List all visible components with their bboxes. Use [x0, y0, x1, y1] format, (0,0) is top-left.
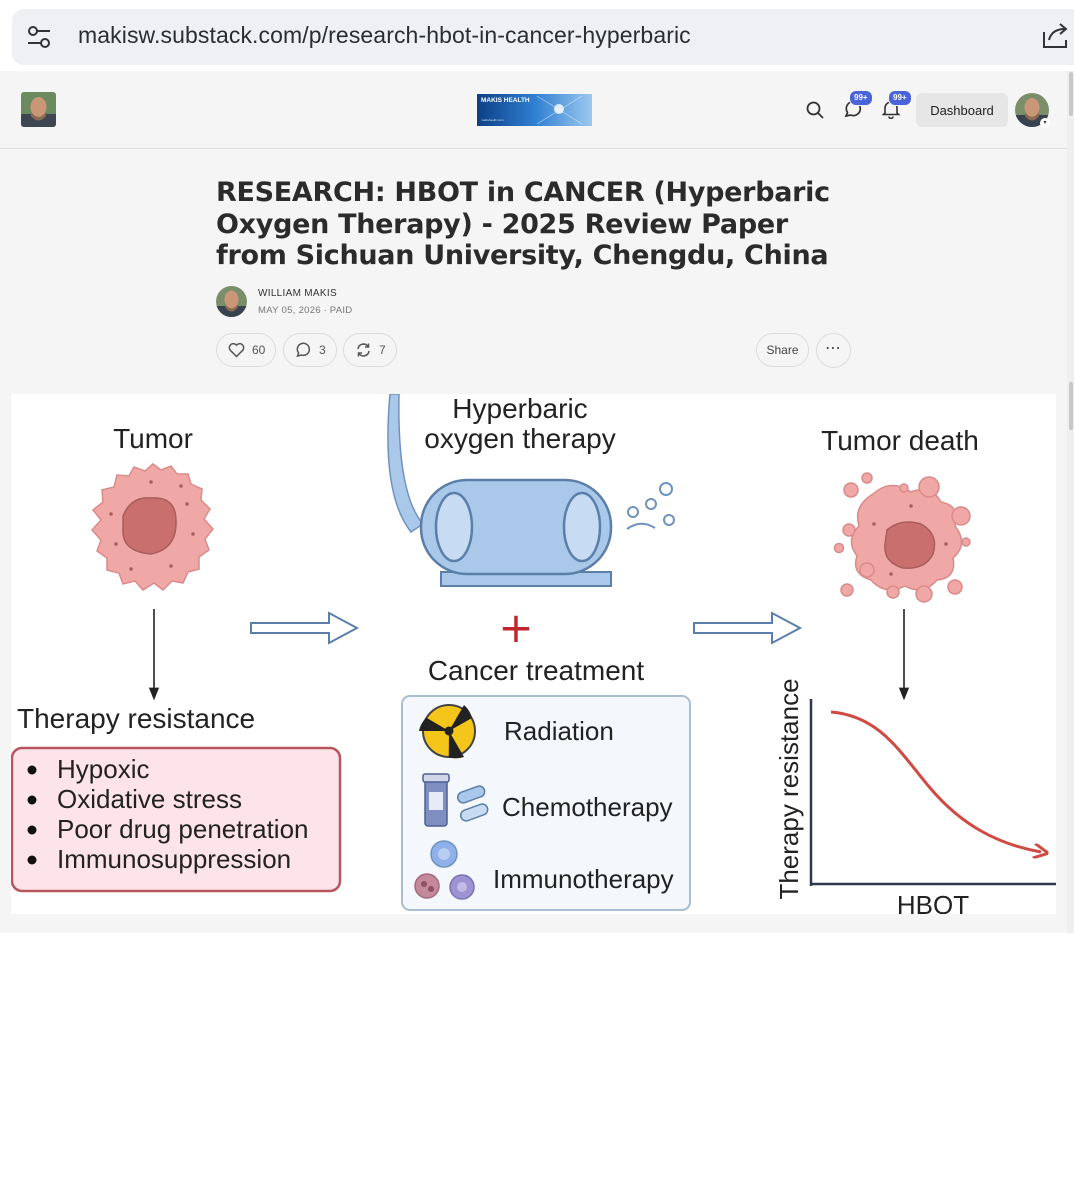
post-date: MAY 05, 2026: [258, 305, 321, 316]
cancer-treatment-label: Cancer treatment: [428, 655, 645, 686]
resistance-factor: Immunosuppression: [57, 844, 291, 874]
logo-text: MAKIS HEALTH: [481, 97, 530, 104]
resistance-factors-box: [10, 746, 342, 893]
treatments-box: [401, 695, 691, 911]
tune-icon[interactable]: [26, 24, 52, 50]
messages-badge: 99+: [849, 90, 873, 106]
resistance-factor: Oxidative stress: [57, 784, 242, 814]
graph-x-label: HBOT: [897, 890, 969, 914]
hbot-diagram: Tumor Therapy resistance Hypoxic Oxidati…: [10, 393, 1056, 920]
therapy-resistance-heading: Therapy resistance: [17, 703, 255, 734]
search-icon[interactable]: [805, 100, 825, 120]
hbot-label-line2: oxygen therapy: [424, 423, 615, 454]
author-name[interactable]: WILLIAM MAKIS: [258, 288, 337, 299]
post-title: RESEARCH: HBOT in CANCER (Hyperbaric Oxy…: [216, 177, 830, 271]
treatment-radiation: Radiation: [504, 716, 614, 746]
address-bar[interactable]: [12, 9, 1074, 65]
flow-arrow: [250, 611, 360, 645]
resistance-graph: Therapy resistance HBOT: [774, 678, 1056, 920]
comment-count: 3: [319, 343, 326, 357]
restack-count: 7: [379, 343, 386, 357]
logo-subtext: makishealth.com: [481, 118, 504, 122]
resistance-factor: Hypoxic: [57, 754, 149, 784]
immune-cells-icon: [414, 840, 475, 900]
tumor-cell-image: [90, 463, 214, 591]
page: MAKIS HEALTH makishealth.com 99+ 99+ Das…: [0, 71, 1067, 933]
graph-y-label: Therapy resistance: [774, 678, 804, 899]
chevron-down-icon[interactable]: ▾: [1040, 118, 1050, 128]
treatment-chemotherapy: Chemotherapy: [502, 792, 673, 822]
comment-icon: [296, 342, 311, 358]
url-text[interactable]: makisw.substack.com/p/research-hbot-in-c…: [78, 22, 691, 48]
restack-icon: [357, 343, 370, 357]
resistance-curve: [830, 710, 1041, 852]
plus-sign: +: [498, 603, 533, 652]
post-figure: Tumor Therapy resistance Hypoxic Oxidati…: [10, 393, 1056, 920]
share-button[interactable]: Share: [756, 333, 809, 367]
post-access: PAID: [329, 305, 353, 316]
post-meta: MAY 05, 2026 ∙ PAID: [258, 305, 353, 316]
radiation-icon: [418, 704, 476, 759]
hbot-label-line1: Hyperbaric: [452, 394, 587, 424]
like-count: 60: [252, 343, 266, 357]
dying-tumor-image: [833, 472, 971, 603]
dashboard-button[interactable]: Dashboard: [916, 93, 1008, 127]
publication-logo[interactable]: MAKIS HEALTH makishealth.com: [477, 94, 592, 126]
flow-arrow: [693, 611, 803, 645]
tumor-death-label: Tumor death: [821, 425, 979, 456]
tumor-label: Tumor: [113, 423, 193, 454]
heart-icon: [228, 342, 245, 358]
comment-button[interactable]: 3: [283, 333, 337, 367]
pill-bottle-icon: [422, 773, 489, 827]
scrollbar-thumb[interactable]: [1069, 382, 1073, 430]
notifications-badge: 99+: [888, 90, 912, 106]
treatment-immunotherapy: Immunotherapy: [493, 864, 674, 894]
scrollbar-thumb[interactable]: [1069, 72, 1073, 116]
resistance-factor: Poor drug penetration: [57, 814, 309, 844]
resistance-factors-list: Hypoxic Oxidative stress Poor drug penet…: [27, 754, 309, 874]
hyperbaric-chamber-image: [387, 393, 675, 587]
publication-avatar[interactable]: [21, 92, 56, 127]
share-icon[interactable]: [1040, 20, 1070, 50]
author-avatar[interactable]: [216, 286, 247, 317]
scrollbar[interactable]: [1067, 71, 1074, 933]
top-navigation: MAKIS HEALTH makishealth.com 99+ 99+ Das…: [0, 71, 1067, 149]
like-button[interactable]: 60: [216, 333, 276, 367]
restack-button[interactable]: 7: [343, 333, 397, 367]
user-avatar[interactable]: [1015, 93, 1049, 127]
more-options-button[interactable]: ⋯: [816, 333, 851, 368]
